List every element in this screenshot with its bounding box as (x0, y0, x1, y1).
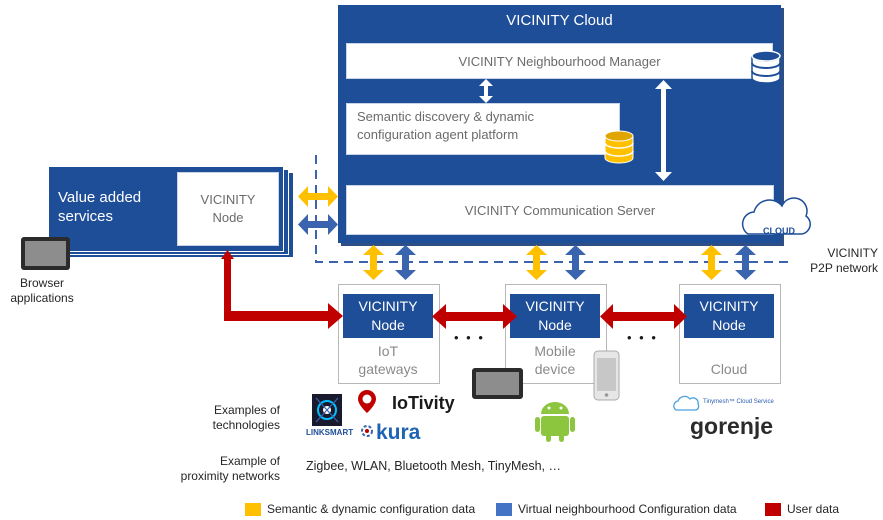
vas-user-arrow-head (221, 250, 234, 259)
tablet-device-icon (472, 368, 523, 399)
iot-vicinity-node: VICINITY Node (343, 294, 433, 338)
legend-label-neighbourhood: Virtual neighbourhood Configuration data (518, 502, 737, 516)
value-added-services-label: Value added services (58, 188, 141, 226)
kura-gear-icon (361, 425, 373, 437)
mobile-node-line2: Node (538, 317, 572, 333)
iot-user-arrow-head (328, 303, 343, 329)
cloud-logo-text: CLOUD (763, 226, 795, 236)
cloud-logo-icon: CLOUD (741, 197, 811, 236)
examples-tech-line1: Examples of (213, 403, 280, 417)
cloud-node-line1: VICINITY (699, 298, 759, 314)
nm-cs-arrow (655, 80, 672, 181)
vas-cloud-semantic-arrow (298, 186, 338, 207)
tinymesh-cloud-icon (673, 395, 700, 411)
iot-semantic-arrow (363, 245, 384, 280)
examples-tech-line2: technologies (212, 418, 280, 432)
user-data-arrows (221, 250, 687, 329)
cloud-semantic-arrow (701, 245, 722, 280)
iot-node-line2: Node (371, 317, 405, 333)
cloud-label: Cloud (679, 360, 779, 378)
cloud-neighbourhood-arrow (735, 245, 756, 280)
legend-swatch-neighbourhood (496, 503, 512, 516)
vas-user-arrow-body (224, 258, 330, 321)
tinymesh-logo-text: Tinymesh™ Cloud Service (703, 399, 774, 405)
cloud-database-icon (751, 50, 781, 84)
cloud-sub1: Cloud (710, 361, 748, 377)
semantic-platform-box: Semantic discovery & dynamic configurati… (346, 103, 620, 155)
iot-gateways-label: IoT gateways (338, 342, 438, 378)
mobile-cloud-user-arrow (600, 304, 687, 329)
cloud-vicinity-node: VICINITY Node (684, 294, 774, 338)
android-logo-icon (535, 402, 575, 442)
p2p-dashed-line (315, 155, 790, 263)
proximity-list: Zigbee, WLAN, Bluetooth Mesh, TinyMesh, … (306, 459, 561, 473)
kura-logo-text: kura (376, 421, 421, 444)
iot-node-line1: VICINITY (358, 298, 418, 314)
ellipsis-right: • • • (627, 330, 658, 345)
examples-prox-line2: proximity networks (180, 469, 280, 483)
legend-swatch-user (765, 503, 781, 516)
legend-label-user: User data (787, 502, 840, 516)
ellipsis-left: • • • (454, 330, 485, 345)
iotivity-pin-icon (358, 390, 376, 413)
semantic-database-icon (604, 130, 634, 164)
neighbourhood-manager-box: VICINITY Neighbourhood Manager (346, 43, 773, 79)
browser-line2: applications (10, 291, 74, 305)
mobile-neighbourhood-arrow (565, 245, 586, 280)
gorenje-logo-text: gorenje (690, 413, 774, 439)
cloud-node-arrows (363, 245, 756, 280)
iot-neighbourhood-arrow (395, 245, 416, 280)
legend-swatch-semantic (245, 503, 261, 516)
cloud-node-line2: Node (712, 317, 746, 333)
examples-prox-line1: Example of (219, 454, 280, 468)
mobile-device-label: Mobile device (505, 342, 605, 378)
mobile-semantic-arrow (526, 245, 547, 280)
neighbourhood-manager-label: VICINITY Neighbourhood Manager (458, 53, 661, 69)
vas-node-line1: VICINITY (200, 192, 256, 207)
iot-sub1: IoT (377, 343, 399, 359)
mobile-node-line1: VICINITY (525, 298, 585, 314)
legend-label-semantic: Semantic & dynamic configuration data (267, 502, 476, 516)
semantic-platform-line1: Semantic discovery & dynamic (357, 109, 535, 124)
iot-sub2: gateways (358, 361, 418, 377)
p2p-line2: P2P network (810, 261, 878, 275)
mobile-vicinity-node: VICINITY Node (510, 294, 600, 338)
vas-vicinity-node: VICINITY Node (177, 172, 279, 246)
smartphone-icon (593, 350, 620, 401)
communication-server-label: VICINITY Communication Server (464, 202, 656, 218)
linksmart-logo-icon (312, 394, 342, 426)
iot-mobile-user-arrow (432, 304, 517, 329)
iotivity-logo-text: IoTivity (392, 393, 455, 413)
linksmart-logo-text: LINKSMART (306, 428, 354, 437)
vas-line2: services (58, 208, 114, 225)
browser-tablet-icon (21, 237, 70, 270)
cloud-title: VICINITY Cloud (506, 12, 613, 29)
mobile-sub1: Mobile (534, 343, 576, 359)
vas-cloud-neighbourhood-arrow (298, 214, 338, 235)
p2p-line1: VICINITY (827, 246, 878, 260)
nm-semantic-arrow (479, 79, 493, 103)
vas-node-line2: Node (212, 210, 244, 225)
browser-line1: Browser (19, 276, 64, 290)
mobile-sub2: device (534, 361, 576, 377)
vas-line1: Value added (58, 189, 142, 206)
communication-server-box: VICINITY Communication Server (346, 185, 774, 235)
semantic-platform-line2: configuration agent platform (357, 127, 519, 142)
